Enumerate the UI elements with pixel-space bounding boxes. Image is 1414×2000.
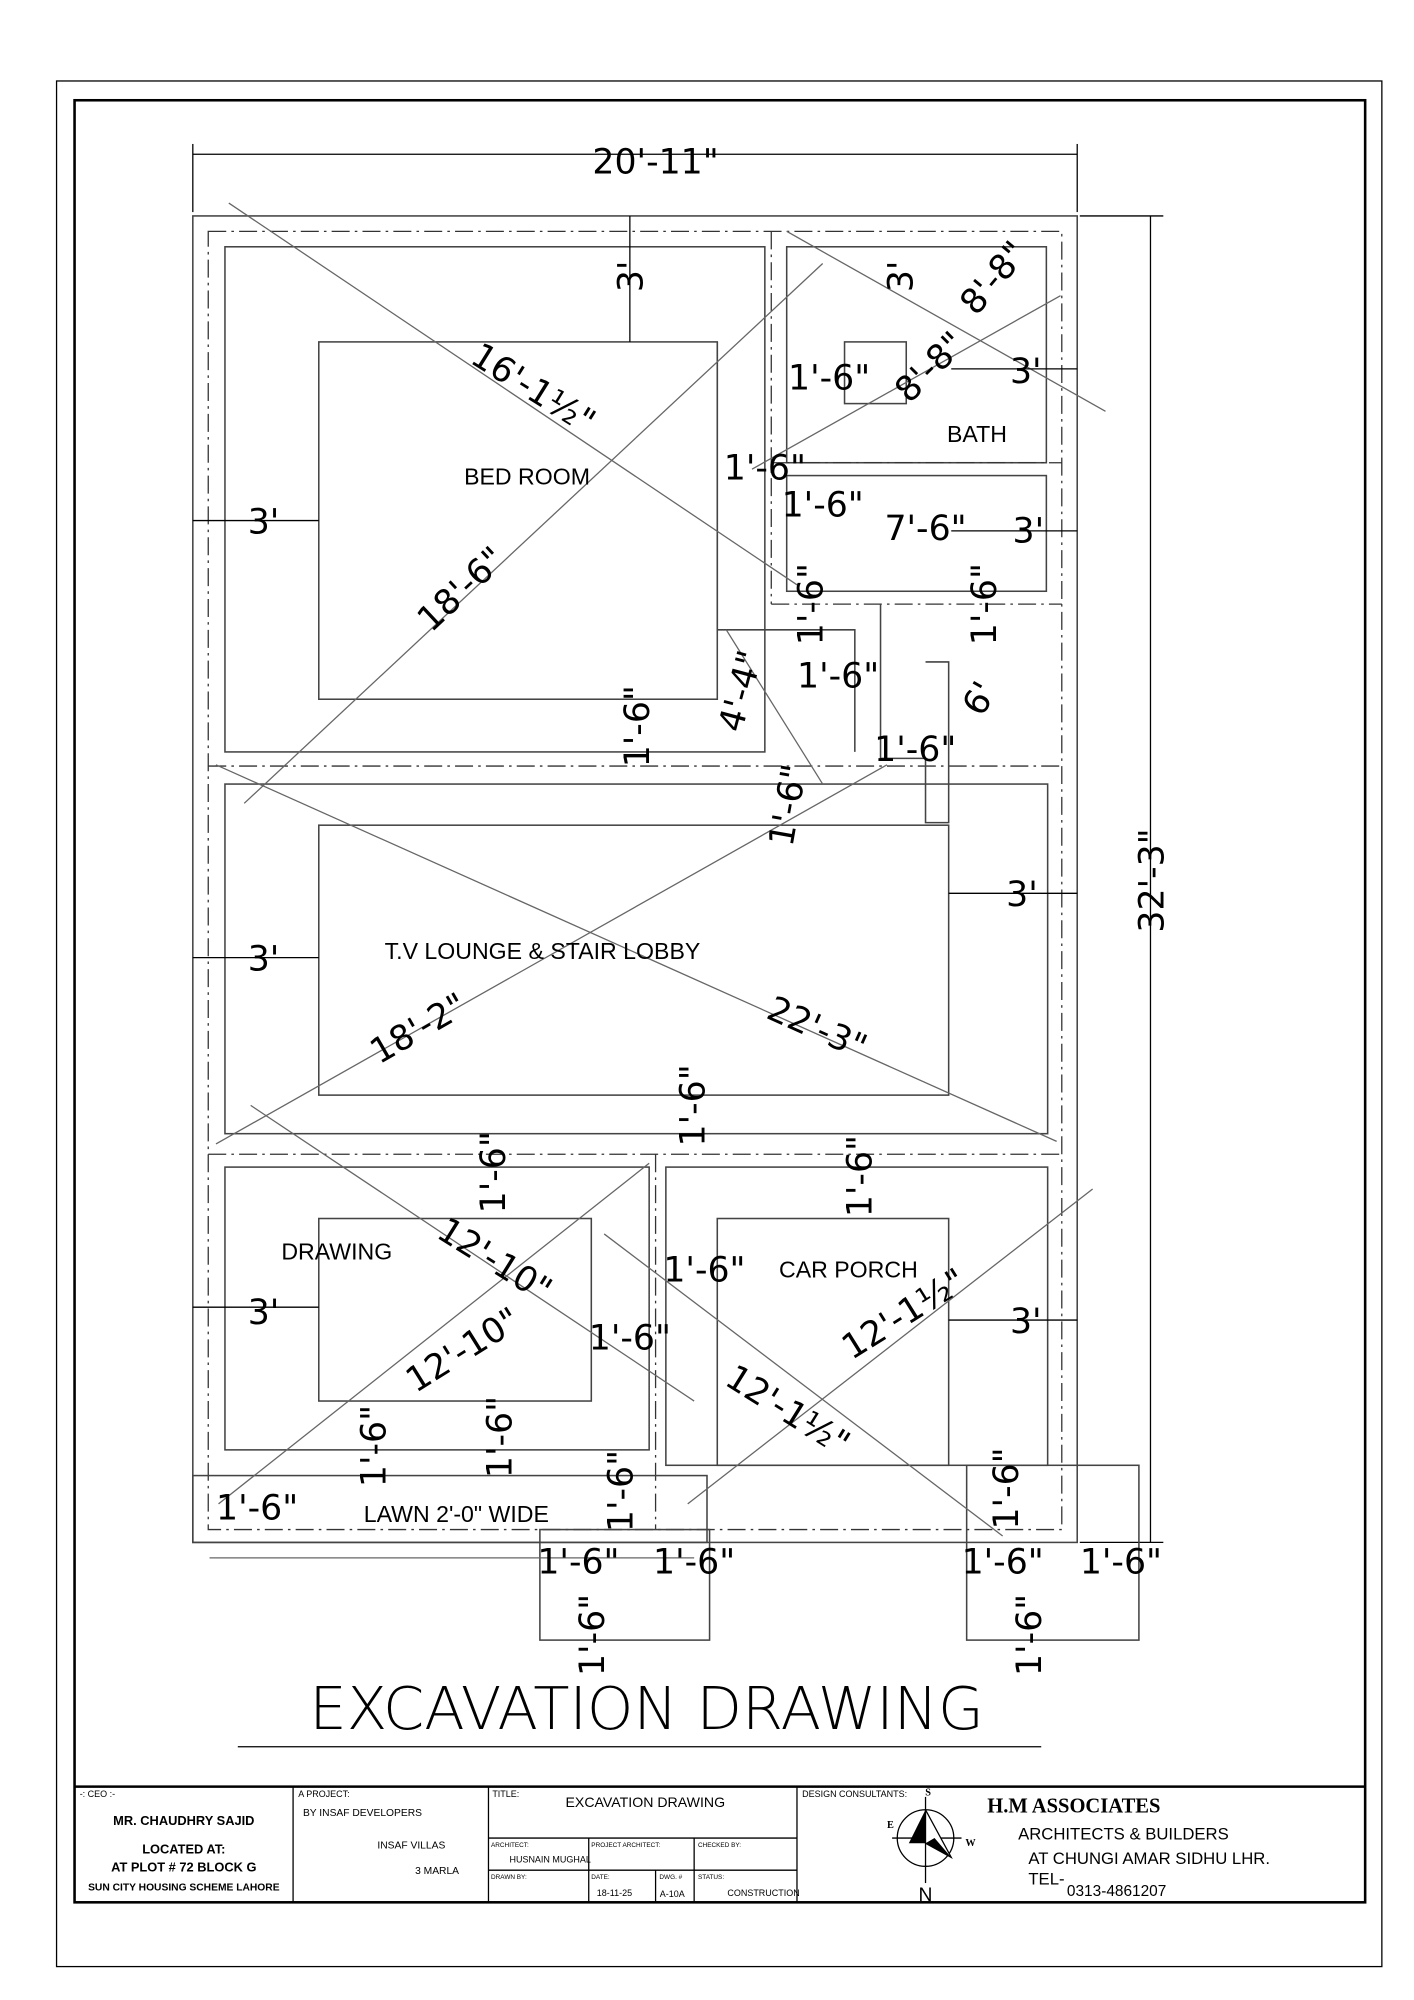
dim: 1'-6": [355, 1405, 395, 1487]
checked-by-label: CHECKED BY:: [698, 1842, 741, 1849]
sheet-border: [55, 80, 1383, 1968]
north-arrow-icon: S E W N: [887, 1788, 976, 1906]
room-label-bath: BATH: [947, 421, 1007, 447]
plot-address: AT PLOT # 72 BLOCK G: [111, 1859, 256, 1874]
dim: 3': [1006, 875, 1038, 915]
dim: 1'-6": [589, 1319, 671, 1359]
developer: BY INSAF DEVELOPERS: [303, 1808, 422, 1819]
dim: 1'-6": [792, 563, 832, 645]
dim: 3': [612, 261, 652, 293]
ceo-label: -: CEO :-: [80, 1789, 115, 1799]
compass-label-w: W: [965, 1838, 976, 1849]
dim: 7'-6": [884, 509, 966, 549]
status-label: STATUS:: [698, 1874, 724, 1881]
dim: 1'-6": [841, 1135, 881, 1217]
dim: 1'-6": [782, 486, 864, 526]
dim: 1'-6": [987, 1447, 1027, 1529]
dim: 4'-4": [711, 646, 771, 736]
dim: 1'-6": [481, 1396, 521, 1478]
dim: 1'-6": [724, 448, 806, 488]
scheme-address: SUN CITY HOUSING SCHEME LAHORE: [88, 1883, 280, 1894]
drawing-title: EXCAVATION DRAWING: [309, 1674, 983, 1743]
dim: 3': [248, 1293, 280, 1333]
dim: 1'-6": [216, 1488, 298, 1528]
dim: 22'-3": [761, 989, 872, 1068]
dim: 1'-6": [962, 1542, 1044, 1582]
compass-label-e: E: [887, 1820, 894, 1831]
room-label-bedroom: BED ROOM: [464, 464, 590, 490]
dim: 8'-8": [887, 324, 973, 410]
dim: 18'-6": [410, 539, 514, 639]
dim-overall-width: 20'-11": [592, 143, 718, 183]
project-label: A PROJECT:: [298, 1789, 349, 1799]
firm-subtitle: ARCHITECTS & BUILDERS: [1018, 1824, 1229, 1843]
dim: 1'-6": [474, 1131, 514, 1213]
tel-label: TEL-: [1028, 1869, 1064, 1888]
dwg-value: A-10A: [660, 1889, 685, 1899]
title-label: TITLE:: [492, 1789, 519, 1799]
consultants-label: DESIGN CONSULTANTS:: [802, 1789, 907, 1799]
plot-size: 3 MARLA: [415, 1866, 459, 1877]
dim: 3': [1010, 1302, 1042, 1342]
dim: 16'-1½": [464, 336, 602, 443]
room-label-drawing: DRAWING: [281, 1239, 392, 1265]
dim: 3': [248, 939, 280, 979]
room-label-car-porch: CAR PORCH: [779, 1257, 918, 1283]
architect-label: ARCHITECT:: [491, 1842, 529, 1849]
drawn-by-label: DRAWN BY:: [491, 1874, 527, 1881]
dim-overall-length: 32'-3": [1132, 828, 1172, 932]
dim: 3': [1010, 352, 1042, 392]
date-value: 18-11-25: [597, 1888, 632, 1898]
dim: 1'-6": [673, 1064, 713, 1146]
dim: 3': [248, 502, 280, 542]
dim: 1'-6": [618, 685, 658, 767]
room-label-lounge: T.V LOUNGE & STAIR LOBBY: [385, 938, 701, 964]
dimension-labels: 20'-11" 3' 3' 8'-8" 16'-1½" 1'-6" 8'-8" …: [216, 143, 1172, 1677]
dim: 1'-6": [663, 1250, 745, 1290]
title-block: -: CEO :- MR. CHAUDHRY SAJID LOCATED AT:…: [74, 1785, 1366, 1906]
compass-label-s: S: [925, 1788, 931, 1799]
date-label: DATE:: [591, 1874, 610, 1881]
firm-name: H.M ASSOCIATES: [987, 1795, 1160, 1817]
dim: 1'-6": [1080, 1542, 1162, 1582]
dim: 6': [955, 675, 1005, 722]
dim: 1'-6": [537, 1542, 619, 1582]
dim: 1'-6": [874, 730, 956, 770]
dim: 1'-6": [653, 1542, 735, 1582]
located-label: LOCATED AT:: [142, 1841, 225, 1856]
dim: 1'-6": [788, 358, 870, 398]
dim: 1'-6": [797, 657, 879, 697]
project-name: INSAF VILLAS: [377, 1840, 445, 1851]
floor-plan: [192, 143, 1164, 1641]
architect-name: HUSNAIN MUGHAL: [509, 1854, 590, 1864]
ceo-name: MR. CHAUDHRY SAJID: [113, 1813, 254, 1828]
compass-label-n: N: [919, 1885, 933, 1906]
dim: 12'-10": [399, 1300, 527, 1401]
dim: 12'-10": [430, 1210, 558, 1311]
firm-address: AT CHUNGI AMAR SIDHU LHR.: [1028, 1849, 1270, 1868]
drawing-frame: [73, 98, 1367, 1904]
dwg-label: DWG. #: [659, 1874, 682, 1881]
dim: 1'-6": [965, 563, 1005, 645]
dim: 3': [1013, 511, 1045, 551]
status-value: CONSTRUCTION: [727, 1888, 799, 1898]
dim: 1'-6": [762, 761, 816, 849]
dim: 1'-6": [601, 1450, 641, 1532]
dim: 3': [882, 261, 922, 293]
dim: 1'-6": [1010, 1594, 1050, 1676]
project-architect-label: PROJECT ARCHITECT:: [591, 1842, 660, 1849]
tel-number: 0313-4861207: [1067, 1883, 1166, 1900]
dim: 18'-2": [364, 986, 474, 1073]
title-value: EXCAVATION DRAWING: [566, 1794, 726, 1810]
dim: 1'-6": [573, 1594, 613, 1676]
lawn-label: LAWN 2'-0" WIDE: [364, 1501, 549, 1527]
